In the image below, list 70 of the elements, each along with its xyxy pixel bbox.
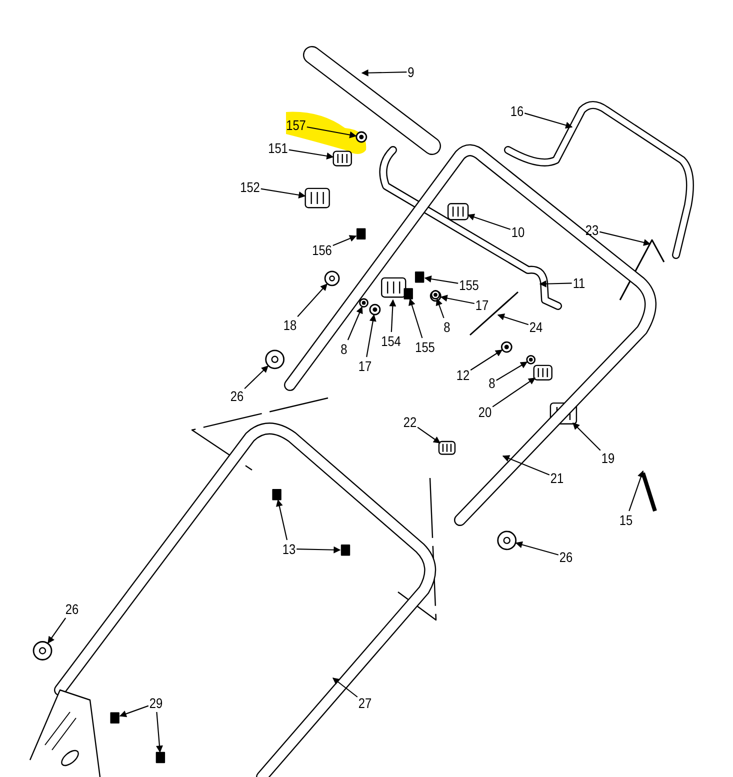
leader-line bbox=[470, 350, 503, 371]
callout-number: 151 bbox=[268, 140, 288, 156]
callout-number: 17 bbox=[358, 358, 372, 374]
leader-line bbox=[366, 314, 376, 358]
leader-line bbox=[408, 298, 423, 338]
callout-number: 11 bbox=[572, 275, 586, 291]
leader-line bbox=[288, 149, 334, 160]
leader-line bbox=[306, 126, 357, 138]
leader-line bbox=[524, 112, 573, 129]
leader-line bbox=[389, 299, 396, 332]
leader-line bbox=[628, 470, 644, 512]
leader-line bbox=[572, 422, 601, 451]
callout-number: 24 bbox=[529, 319, 543, 335]
leader-line bbox=[436, 298, 444, 318]
callout-number: 9 bbox=[408, 64, 414, 80]
leader-line bbox=[515, 541, 559, 556]
callout-number: 10 bbox=[511, 224, 525, 240]
leader-line bbox=[297, 283, 328, 317]
callout-number: 22 bbox=[403, 414, 417, 430]
callout-number: 156 bbox=[312, 242, 332, 258]
callout-number: 155 bbox=[415, 339, 435, 355]
handle-bracket-drawing bbox=[29, 689, 101, 777]
callout-number: 29 bbox=[149, 695, 163, 711]
knob bbox=[497, 530, 517, 550]
leader-line bbox=[276, 499, 288, 540]
leader-line bbox=[599, 231, 651, 246]
leader-line bbox=[156, 712, 163, 753]
knob bbox=[32, 641, 52, 660]
leader-line bbox=[332, 235, 357, 246]
leader-line bbox=[440, 294, 474, 304]
leader-line bbox=[119, 705, 149, 718]
callout-number: 8 bbox=[444, 319, 450, 335]
callout-number: 154 bbox=[381, 333, 401, 349]
knob bbox=[265, 350, 285, 370]
callout-number: 26 bbox=[559, 549, 573, 565]
callout-number: 19 bbox=[601, 450, 615, 466]
leader-line bbox=[347, 306, 363, 340]
cable bbox=[619, 239, 665, 300]
leader-line bbox=[497, 314, 529, 326]
leader-line bbox=[539, 280, 572, 288]
callout-number: 12 bbox=[456, 367, 470, 383]
leader-line bbox=[244, 366, 268, 389]
callout-number: 20 bbox=[478, 404, 492, 420]
leader-line bbox=[496, 362, 528, 381]
callout-number: 8 bbox=[488, 375, 496, 391]
callout-number: 13 bbox=[282, 541, 296, 557]
callout-number: 152 bbox=[240, 179, 260, 195]
leader-line bbox=[48, 618, 66, 644]
callout-number: 21 bbox=[550, 470, 564, 486]
callout-number: 17 bbox=[475, 297, 489, 313]
callout-number: 15 bbox=[619, 512, 633, 528]
callout-number: 26 bbox=[230, 388, 244, 404]
leader-line bbox=[502, 455, 550, 476]
callout-number: 26 bbox=[65, 601, 79, 617]
leader-line bbox=[417, 426, 441, 444]
callout-number: 16 bbox=[510, 103, 524, 119]
leader-line bbox=[332, 678, 358, 698]
bail-bar bbox=[504, 101, 694, 259]
callout-number: 155 bbox=[459, 277, 479, 293]
leader-line bbox=[260, 188, 306, 198]
leader-line bbox=[296, 546, 341, 554]
callout-number: 157 bbox=[286, 117, 306, 133]
leader-line bbox=[424, 276, 458, 284]
callout-number: 23 bbox=[585, 222, 599, 238]
callout-number: 27 bbox=[358, 695, 372, 711]
leader-line bbox=[467, 214, 511, 230]
leader-line bbox=[492, 378, 536, 408]
leader-line bbox=[361, 69, 407, 76]
callout-number: 18 bbox=[283, 317, 297, 333]
callout-number: 8 bbox=[340, 341, 348, 357]
